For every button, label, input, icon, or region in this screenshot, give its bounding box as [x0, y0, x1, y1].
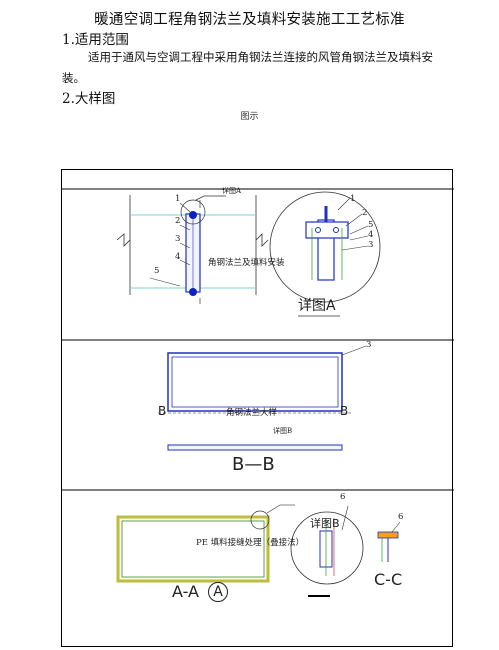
p3-view-title: A-A: [172, 582, 199, 601]
p2-section-title: B—B: [232, 454, 275, 475]
p3-center-label: PE 填料接缝处理（叠接法）: [196, 538, 305, 548]
p1-callout-right-2: 2: [362, 208, 368, 218]
p2-callout-3: 3: [366, 340, 372, 350]
p2-section-mark-left: B: [158, 404, 167, 418]
p1-callout-left-2: 2: [175, 216, 181, 226]
section-text-scope: 适用于通风与空调工程中采用角钢法兰连接的风管角钢法兰及填料安装。: [62, 50, 433, 85]
panel1-detail-a-circle: [269, 191, 381, 317]
p1-callout-right-1: 1: [350, 194, 356, 204]
p1-detail-ref: 详图A: [222, 187, 242, 195]
p1-callout-left-4: 4: [175, 252, 181, 262]
section-heading-drawing: 2.大样图: [62, 91, 116, 107]
p1-callout-left-1: 1: [175, 194, 181, 204]
figure-caption: 图示: [240, 112, 259, 122]
section-heading-scope: 1.适用范围: [62, 32, 129, 48]
p1-callout-left-3: 3: [175, 234, 181, 244]
p3-callout-right-6: 6: [398, 512, 404, 522]
p2-center-label: 角钢法兰大样: [226, 408, 278, 418]
document-title: 暖通空调工程角钢法兰及填料安装施工工艺标准: [94, 12, 405, 28]
p3-callout-left-6: 6: [340, 492, 346, 502]
figure-frame: 1 2 3 4 5 详图A 角钢法兰及填料安装 1 2 5 4 3 详图A 3 …: [61, 169, 454, 647]
p3-view-mark: A: [208, 582, 228, 602]
panel2-flange-frame: [158, 345, 367, 451]
p1-callout-right-3: 3: [368, 240, 374, 250]
p2-section-mark-right: B: [340, 404, 349, 418]
figure-drawing: [62, 188, 454, 597]
p1-callout-right-5: 5: [368, 220, 374, 230]
p3-detail-title: 详图B: [310, 517, 340, 530]
p1-detail-title: 详图A: [298, 298, 336, 314]
p1-center-label: 角钢法兰及填料安装: [208, 258, 285, 268]
p3-section-title: C-C: [374, 570, 403, 589]
p1-callout-right-4: 4: [368, 230, 374, 240]
p2-detail-ref: 详图B: [273, 427, 293, 435]
panel3-filler-frame: [116, 504, 401, 597]
panel1-duct-section: [116, 195, 269, 304]
p1-callout-left-5: 5: [154, 266, 160, 276]
